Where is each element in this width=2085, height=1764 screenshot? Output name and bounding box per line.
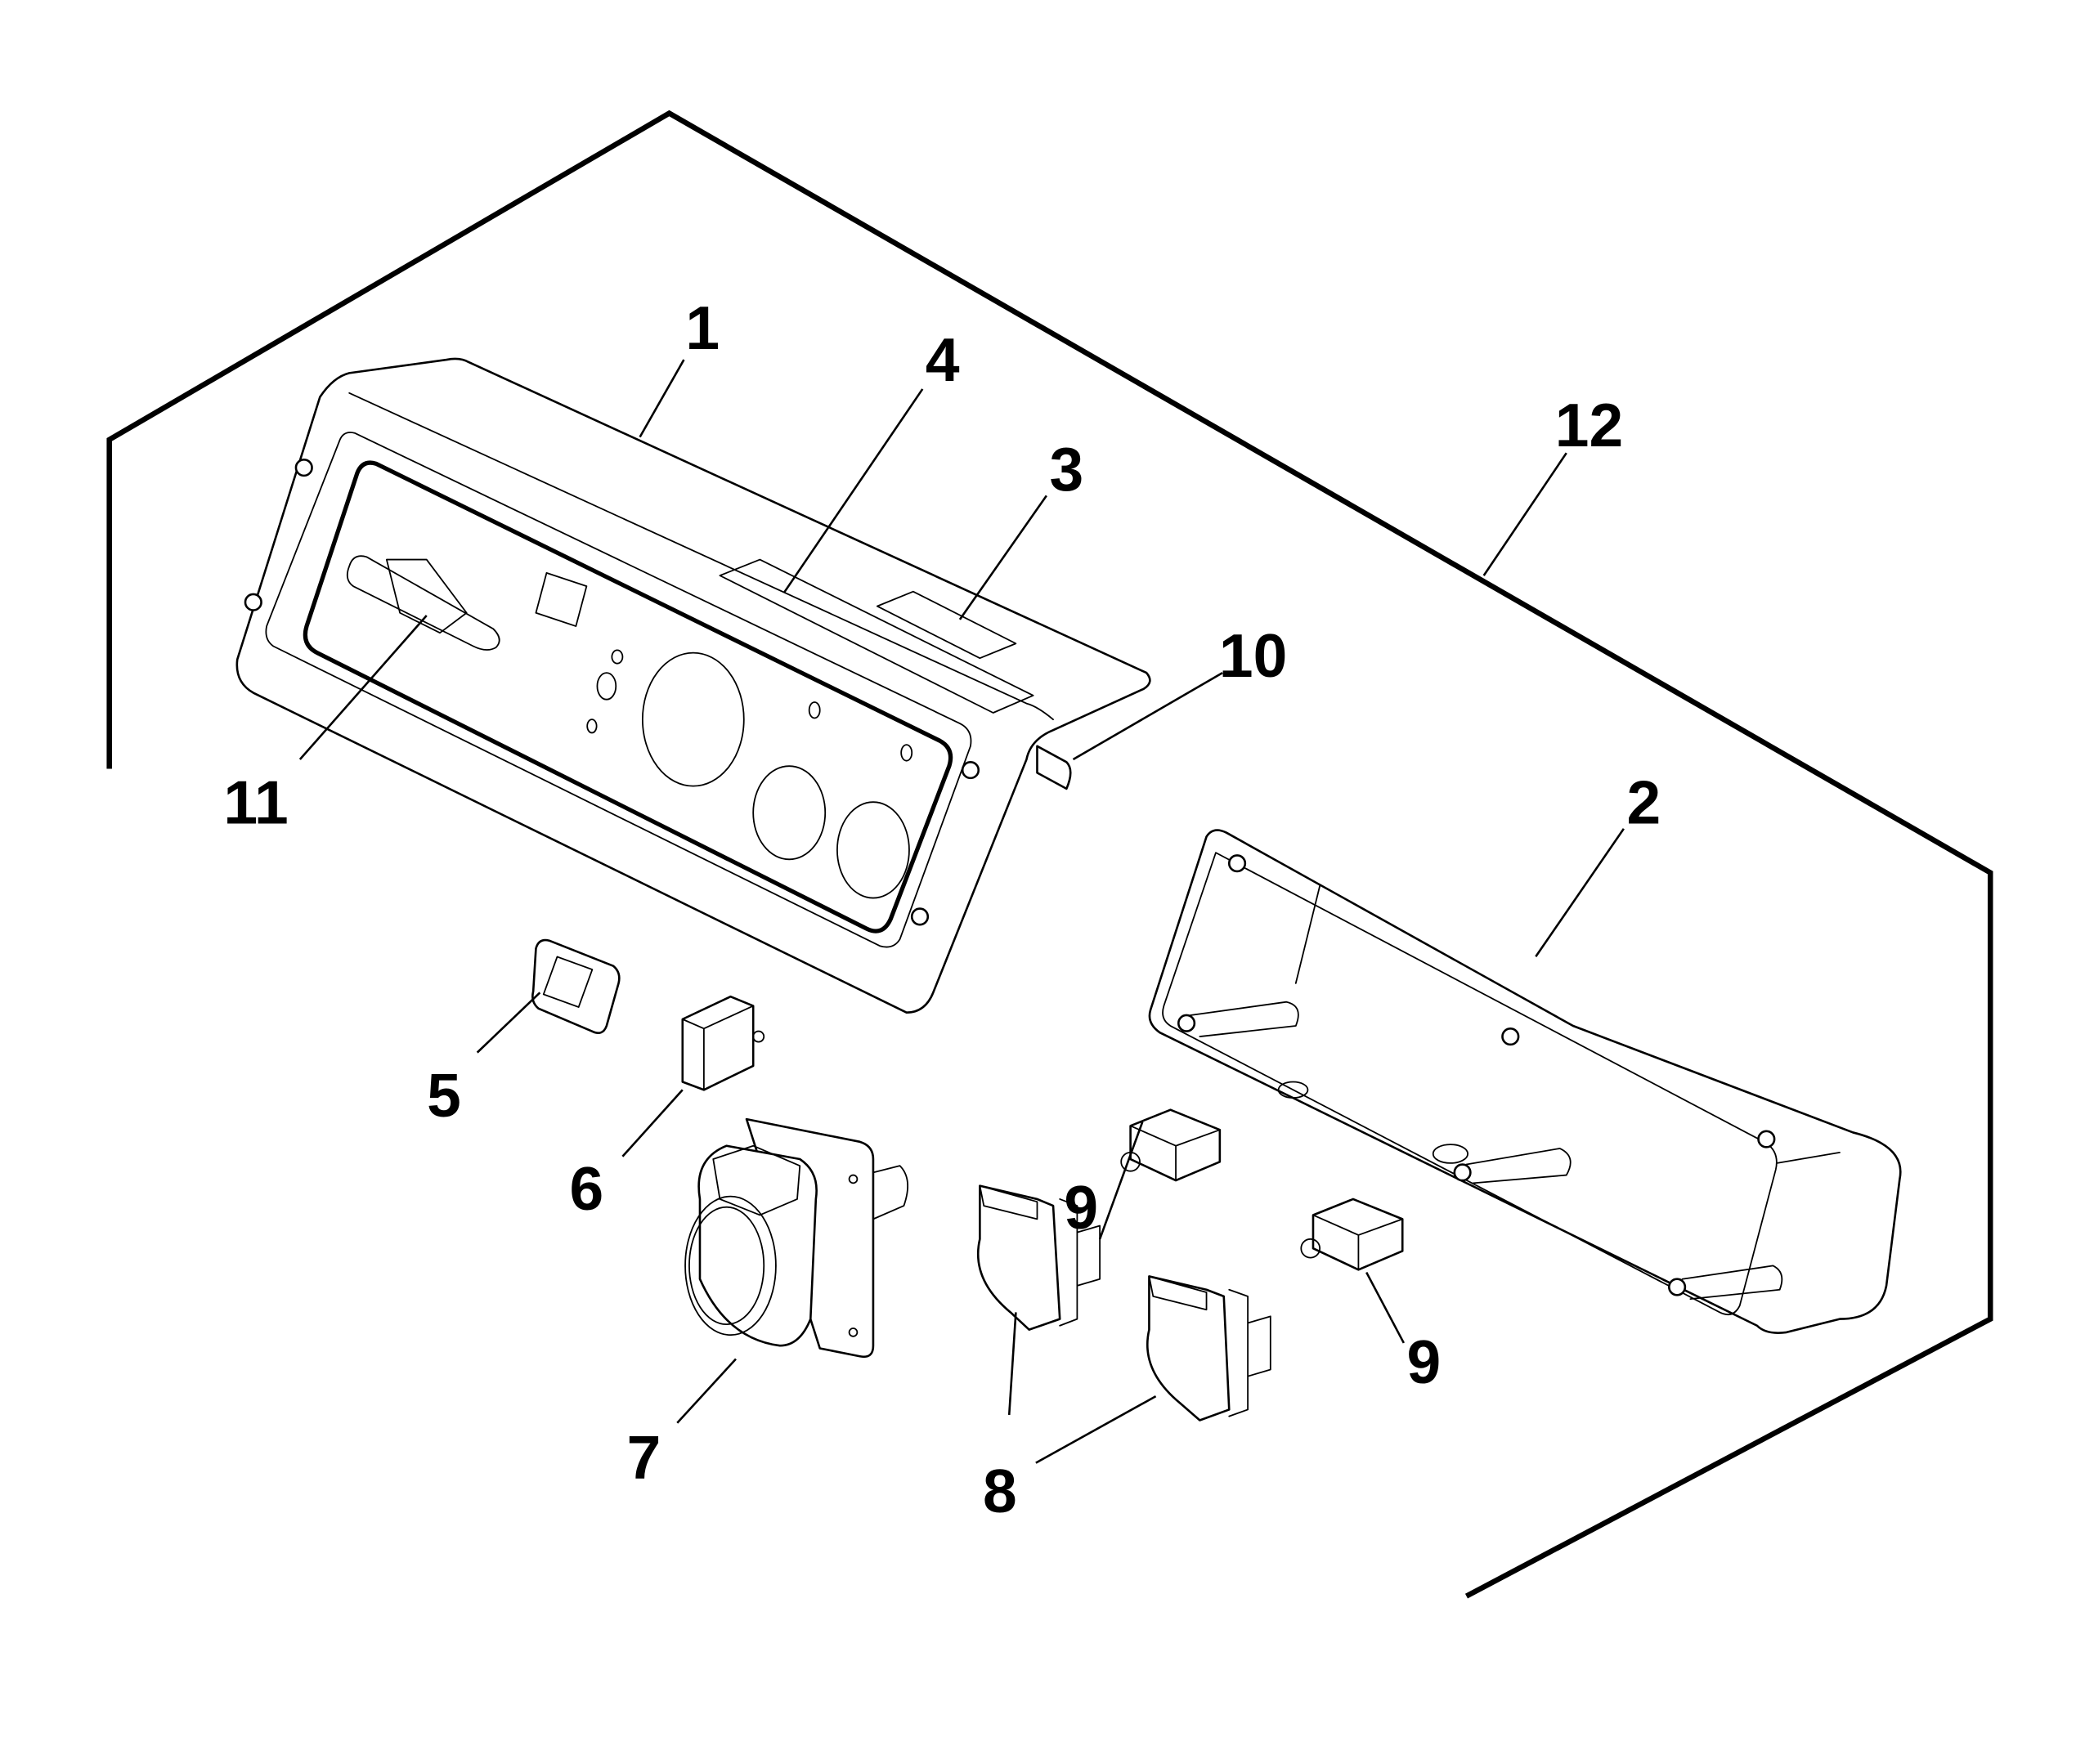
panel-screw-icon — [961, 761, 980, 780]
leader-11 — [298, 615, 428, 760]
control-panel-faceplate — [303, 460, 953, 933]
receptacle-8a-body — [976, 1184, 1061, 1331]
housing-boss-icon — [1227, 854, 1247, 873]
receptacle-cutout — [836, 801, 910, 899]
module-tab — [752, 1030, 765, 1043]
housing-boss-icon — [1501, 1027, 1520, 1046]
callout-10[interactable]: 10 — [1219, 621, 1287, 690]
leader-6 — [621, 1089, 684, 1157]
panel-hole — [611, 649, 624, 665]
breaker-9b-button — [1300, 1238, 1321, 1259]
rocker-switch-part[interactable] — [531, 938, 621, 1034]
leader-4 — [782, 388, 924, 594]
panel-hole — [900, 744, 913, 762]
receptacle-face-ring — [684, 1195, 777, 1336]
housing-standoff — [1190, 1001, 1299, 1037]
leader-lines — [298, 359, 1625, 1464]
module-part[interactable] — [681, 995, 765, 1091]
leader-10 — [1072, 671, 1223, 761]
callout-3[interactable]: 3 — [1049, 435, 1083, 504]
callout-8[interactable]: 8 — [983, 1457, 1017, 1525]
callout-1[interactable]: 1 — [685, 293, 720, 362]
edge-trim-strip-part[interactable] — [1036, 745, 1072, 790]
panel-housing-frame-part[interactable] — [1148, 829, 1902, 1334]
callout-12[interactable]: 12 — [1555, 391, 1623, 459]
panel-hole — [808, 701, 821, 719]
housing-frame-inner — [1162, 852, 1778, 1316]
decal-3-shape — [876, 590, 1017, 660]
housing-hole — [1277, 1081, 1309, 1099]
logo-badge-diamond — [385, 558, 468, 634]
receptacle-screw-hole — [848, 1327, 859, 1337]
rocker-switch-button — [542, 956, 594, 1008]
receptacle-8b-cover — [1148, 1275, 1208, 1311]
receptacle-body — [697, 1144, 818, 1347]
housing-back-wall — [1294, 884, 1841, 1164]
leader-9a — [1098, 1121, 1144, 1240]
control-panel-top-edge — [348, 392, 1054, 721]
module-top — [681, 1005, 755, 1091]
housing-boss-icon — [1177, 1014, 1196, 1032]
receptacle-part[interactable] — [976, 1184, 1101, 1331]
logo-badge-shape — [346, 555, 500, 651]
leader-3 — [958, 495, 1047, 620]
breaker-9b-top — [1312, 1214, 1404, 1271]
assembly-boundary-outline — [106, 110, 1993, 1599]
callout-labels: 1 2 3 4 5 6 7 8 9 9 10 11 12 — [223, 293, 1661, 1525]
decal-4-shape — [719, 558, 1034, 714]
leader-12 — [1482, 452, 1567, 576]
callout-11[interactable]: 11 — [223, 768, 288, 836]
rocker-switch-bezel — [531, 938, 621, 1034]
leader-8b — [1035, 1395, 1157, 1464]
receptacle-8a-bracket — [1059, 1198, 1101, 1327]
control-panel-inner-frame — [265, 432, 972, 948]
leader-8a — [1007, 1312, 1017, 1416]
housing-boss-icon — [1757, 1130, 1776, 1148]
callout-2[interactable]: 2 — [1626, 768, 1661, 836]
callout-5[interactable]: 5 — [427, 1061, 461, 1130]
leader-1 — [639, 359, 685, 438]
large-receptacle-cutout — [641, 651, 745, 787]
housing-hole — [1432, 1144, 1469, 1164]
circuit-breaker-part[interactable] — [1300, 1198, 1404, 1271]
panel-hole — [596, 672, 617, 701]
receptacle-8a-cover — [979, 1184, 1038, 1220]
callout-6[interactable]: 6 — [570, 1154, 604, 1223]
breaker-9a-top — [1129, 1125, 1221, 1181]
callout-7[interactable]: 7 — [627, 1423, 661, 1492]
control-panel-part[interactable] — [235, 357, 1151, 1014]
panel-hole — [586, 719, 598, 734]
receptacle-8b-bracket — [1228, 1288, 1271, 1417]
receptacle-terminal — [872, 1165, 908, 1220]
leader-5 — [476, 992, 541, 1054]
receptacle-cover — [712, 1144, 801, 1216]
leader-7 — [676, 1358, 737, 1424]
control-panel-outer — [235, 357, 1151, 1014]
module-body — [681, 995, 755, 1091]
receptacle-cutout — [752, 765, 827, 861]
receptacle-8b-body — [1146, 1275, 1231, 1421]
callout-9[interactable]: 9 — [1406, 1327, 1441, 1396]
panel-screw-icon — [244, 593, 262, 611]
housing-frame-outer — [1148, 829, 1902, 1334]
circuit-breaker-part[interactable] — [1120, 1108, 1222, 1182]
callout-9[interactable]: 9 — [1064, 1173, 1098, 1242]
leader-2 — [1535, 828, 1625, 958]
housing-boss-icon — [1453, 1163, 1472, 1182]
leader-9b — [1365, 1271, 1406, 1344]
panel-screw-icon — [294, 459, 313, 477]
square-cutout — [535, 571, 588, 627]
callout-4[interactable]: 4 — [926, 325, 960, 394]
twist-lock-receptacle-part[interactable] — [684, 1117, 908, 1359]
housing-boss-icon — [1667, 1278, 1687, 1296]
housing-standoff — [1681, 1265, 1783, 1301]
panel-screw-icon — [910, 907, 930, 926]
receptacle-part[interactable] — [1146, 1275, 1271, 1421]
housing-standoff — [1465, 1148, 1572, 1184]
receptacle-face — [688, 1206, 765, 1326]
receptacle-screw-hole — [848, 1174, 859, 1184]
